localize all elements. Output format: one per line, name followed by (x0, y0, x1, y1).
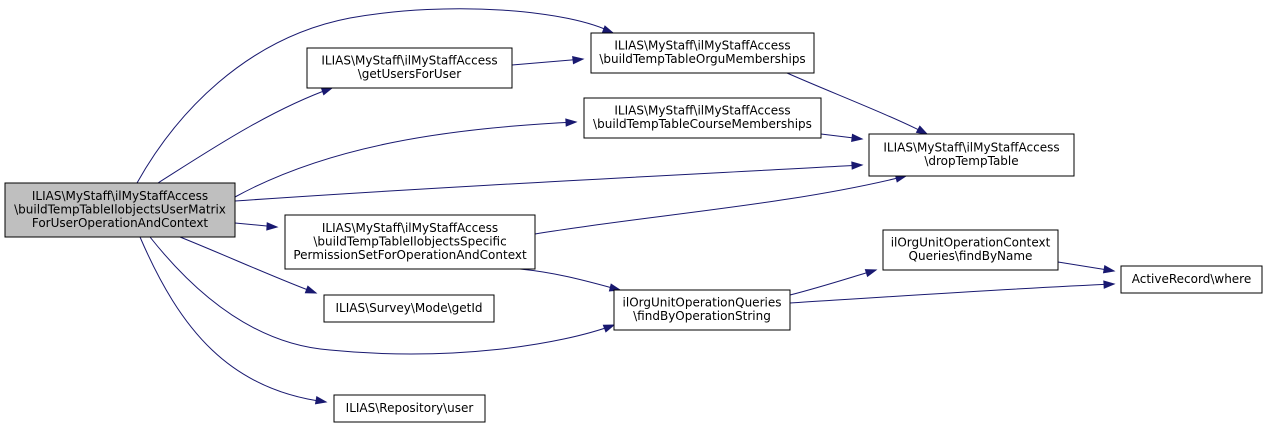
node-label-line: ForUserOperationAndContext (32, 216, 209, 230)
node-box (1120, 265, 1263, 294)
call-edge (534, 175, 907, 235)
call-edge (136, 8, 614, 184)
node-label-line: ActiveRecord\where (1132, 272, 1251, 286)
node-label-line: \buildTempTableIlobjectsSpecific (313, 234, 506, 248)
node-label-line: \buildTempTableIlobjectsUserMatrix (14, 202, 226, 216)
node-survey-get-id[interactable]: ILIAS\Survey\Mode\getId (323, 294, 495, 323)
node-build-temp-table-orgu-memberships[interactable]: ILIAS\MyStaff\ilMyStaffAccess\buildTempT… (590, 32, 815, 74)
arrowhead-icon (320, 87, 334, 96)
node-build-temp-table-ilobjects-specific[interactable]: ILIAS\MyStaff\ilMyStaffAccess\buildTempT… (284, 214, 536, 270)
arrowhead-icon (851, 161, 864, 170)
node-find-by-operation-string[interactable]: ilOrgUnitOperationQueries\findByOperatio… (613, 289, 791, 331)
node-label-line: ILIAS\MyStaff\ilMyStaffAccess (614, 39, 790, 53)
node-label-line: \findByOperationString (633, 309, 771, 323)
node-label-line: ILIAS\MyStaff\ilMyStaffAccess (321, 54, 497, 68)
arrowhead-icon (304, 285, 318, 294)
node-box (323, 294, 495, 323)
arrowhead-icon (851, 133, 864, 142)
node-label-line: \getUsersForUser (358, 67, 462, 81)
node-label-line: \buildTempTableCourseMemberships (593, 117, 812, 131)
arrowhead-icon (1102, 265, 1116, 274)
arrowhead-icon (572, 56, 585, 65)
arrowhead-icon (1103, 280, 1116, 289)
node-get-users-for-user[interactable]: ILIAS\MyStaff\ilMyStaffAccess\getUsersFo… (306, 47, 513, 89)
call-edge (139, 236, 327, 403)
call-edge (234, 121, 577, 198)
node-box (583, 97, 822, 139)
node-label-line: ILIAS\MyStaff\ilMyStaffAccess (32, 189, 208, 203)
node-repository-user[interactable]: ILIAS\Repository\user (333, 394, 486, 423)
node-label-line: ILIAS\MyStaff\ilMyStaffAccess (883, 141, 1059, 155)
node-label-line: Queries\findByName (909, 249, 1033, 263)
call-edge (157, 87, 333, 184)
node-label-line: \buildTempTableOrguMemberships (599, 52, 805, 66)
arrowhead-icon (864, 269, 878, 278)
node-label-line: ilOrgUnitOperationContext (891, 236, 1051, 250)
arrowhead-icon (266, 222, 279, 231)
arrowhead-icon (601, 25, 615, 34)
call-edge (179, 236, 317, 294)
node-label-line: ILIAS\MyStaff\ilMyStaffAccess (614, 104, 790, 118)
arrowhead-icon (602, 324, 616, 333)
call-edge (786, 72, 928, 135)
node-build-temp-table-course-memberships[interactable]: ILIAS\MyStaff\ilMyStaffAccess\buildTempT… (583, 97, 822, 139)
edges-layer (136, 8, 1116, 405)
arrowhead-icon (915, 125, 929, 135)
node-box (868, 133, 1075, 177)
node-root[interactable]: ILIAS\MyStaff\ilMyStaffAccess\buildTempT… (4, 182, 236, 238)
arrowhead-icon (314, 396, 328, 405)
node-active-record-where[interactable]: ActiveRecord\where (1120, 265, 1263, 294)
call-edge (519, 268, 621, 291)
node-box (882, 229, 1059, 271)
call-edge (149, 236, 615, 355)
call-edge (234, 164, 863, 202)
node-label-line: ILIAS\Repository\user (346, 401, 474, 415)
node-box (284, 214, 536, 270)
call-edge (789, 269, 877, 296)
call-edge (511, 58, 584, 66)
node-label-line: ilOrgUnitOperationQueries (623, 296, 782, 310)
node-box (4, 182, 236, 238)
node-label-line: PermissionSetForOperationAndContext (293, 248, 527, 262)
node-box (613, 289, 791, 331)
node-label-line: ILIAS\Survey\Mode\getId (335, 301, 482, 315)
nodes-layer: ILIAS\MyStaff\ilMyStaffAccess\buildTempT… (4, 32, 1263, 423)
node-box (333, 394, 486, 423)
node-drop-temp-table[interactable]: ILIAS\MyStaff\ilMyStaffAccess\dropTempTa… (868, 133, 1075, 177)
node-box (306, 47, 513, 89)
node-label-line: ILIAS\MyStaff\ilMyStaffAccess (322, 221, 498, 235)
node-box (590, 32, 815, 74)
node-find-by-name[interactable]: ilOrgUnitOperationContextQueries\findByN… (882, 229, 1059, 271)
node-label-line: \dropTempTable (924, 154, 1018, 168)
call-edge (789, 283, 1115, 304)
arrowhead-icon (565, 118, 578, 127)
